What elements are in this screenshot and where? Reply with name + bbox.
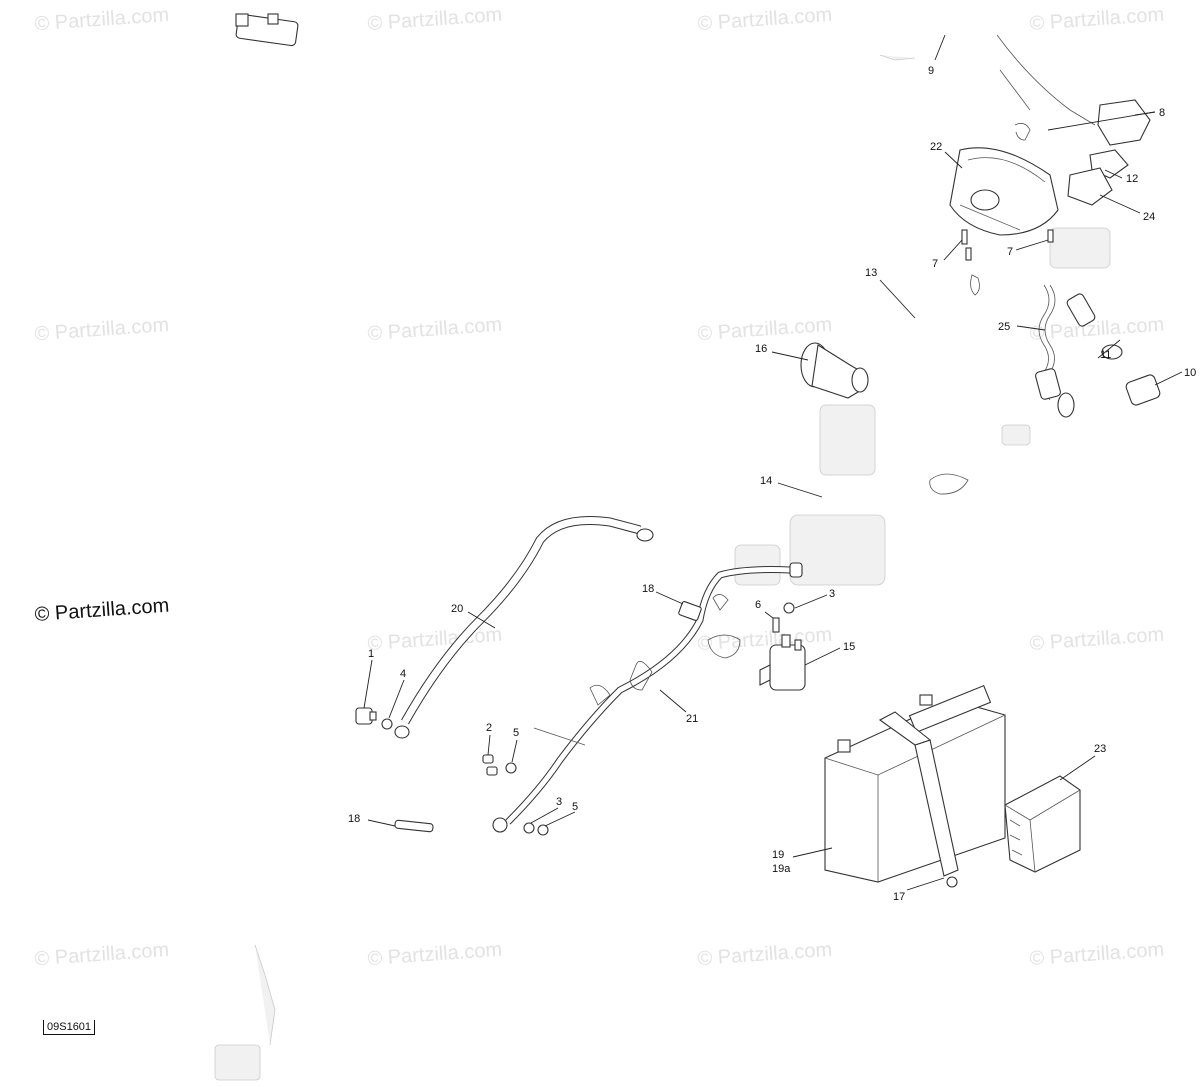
watermark: © Partzilla.com <box>367 939 503 970</box>
callout-16: 16 <box>755 343 767 355</box>
callout-23: 23 <box>1094 743 1106 755</box>
watermark: © Partzilla.com <box>1029 624 1165 655</box>
watermark: © Partzilla.com <box>367 624 503 655</box>
part-2-bolts <box>482 754 498 776</box>
callout-18-upper: 18 <box>642 583 654 595</box>
watermark: © Partzilla.com <box>1029 4 1165 35</box>
callout-6: 6 <box>755 599 761 611</box>
part-23-voltage-regulator <box>1004 775 1081 873</box>
watermark: © Partzilla.com <box>34 939 170 970</box>
callout-25: 25 <box>998 321 1010 333</box>
leader-lines <box>363 34 1183 891</box>
callout-15: 15 <box>843 641 855 653</box>
callout-24: 24 <box>1143 211 1155 223</box>
loop-clip <box>929 473 969 495</box>
callout-3-lower: 3 <box>556 796 562 808</box>
callout-5-upper: 5 <box>513 727 519 739</box>
part-19-battery <box>824 684 1006 883</box>
callout-11: 11 <box>1100 349 1111 361</box>
small-clip <box>970 274 980 296</box>
part-5-washer-lower <box>537 824 549 836</box>
watermark: © Partzilla.com <box>34 314 170 345</box>
watermark: © Partzilla.com <box>697 314 833 345</box>
callout-1: 1 <box>368 648 374 660</box>
diagram-code: 09S1601 <box>43 1020 96 1035</box>
part-10-switch <box>1125 374 1161 406</box>
watermark: © Partzilla.com <box>34 4 170 35</box>
callout-13: 13 <box>865 267 877 279</box>
watermark: © Partzilla.com <box>1029 939 1165 970</box>
part-22-gauge-cluster <box>949 147 1059 236</box>
part-1-bolt <box>355 707 377 725</box>
part-8-switch <box>1014 99 1151 146</box>
callout-19: 19 <box>772 849 784 861</box>
callout-19a: 19a <box>772 863 791 875</box>
watermark: © Partzilla.com <box>697 939 833 970</box>
watermark: © Partzilla.com <box>367 4 503 35</box>
watermark: © Partzilla.com <box>697 4 833 35</box>
callout-2: 2 <box>486 722 492 734</box>
callout-7-left: 7 <box>932 258 938 270</box>
callout-21: 21 <box>686 713 698 725</box>
callout-22: 22 <box>930 141 942 153</box>
part-25-tether-cord <box>1035 284 1096 418</box>
callout-18-lower: 18 <box>348 813 360 825</box>
callout-5-lower: 5 <box>572 801 578 813</box>
part-7-screw-left <box>961 229 972 261</box>
watermark: © Partzilla.com <box>1029 314 1165 345</box>
callout-3-upper: 3 <box>829 588 835 600</box>
part-3-nut-lower <box>523 822 535 834</box>
callout-14: 14 <box>760 475 772 487</box>
part-5-washer-upper <box>505 762 517 774</box>
part-17-battery-strap <box>878 711 959 888</box>
callout-10: 10 <box>1184 367 1196 379</box>
part-18-connector-upper <box>678 601 702 621</box>
part-15-solenoid <box>759 634 806 691</box>
callout-12: 12 <box>1126 173 1138 185</box>
watermark: © Partzilla.com <box>367 314 503 345</box>
part-4-washer <box>381 718 393 730</box>
part-6-bolt <box>772 617 780 633</box>
part-11-nut <box>1101 344 1123 360</box>
part-3-nut-upper <box>783 602 795 614</box>
callout-20: 20 <box>451 603 463 615</box>
part-7-screw-right <box>1047 229 1054 243</box>
part-21-wiring-harness <box>492 562 803 833</box>
callout-labels: 9 8 12 24 22 7 7 13 25 11 10 16 14 18 6 … <box>348 65 1196 903</box>
callout-17: 17 <box>893 891 905 903</box>
callout-4: 4 <box>400 668 406 680</box>
callout-7-right: 7 <box>1007 246 1013 258</box>
watermark: © Partzilla.com <box>697 624 833 655</box>
part-20-battery-cable <box>394 515 654 739</box>
part-16-rubber-boot <box>800 342 869 399</box>
callout-9: 9 <box>928 65 934 77</box>
callout-8: 8 <box>1159 107 1165 119</box>
ghost-vehicle-outline <box>214 54 1111 1081</box>
part-18-fuse-lower <box>394 819 434 833</box>
part-9-connector-harness <box>235 13 1096 126</box>
